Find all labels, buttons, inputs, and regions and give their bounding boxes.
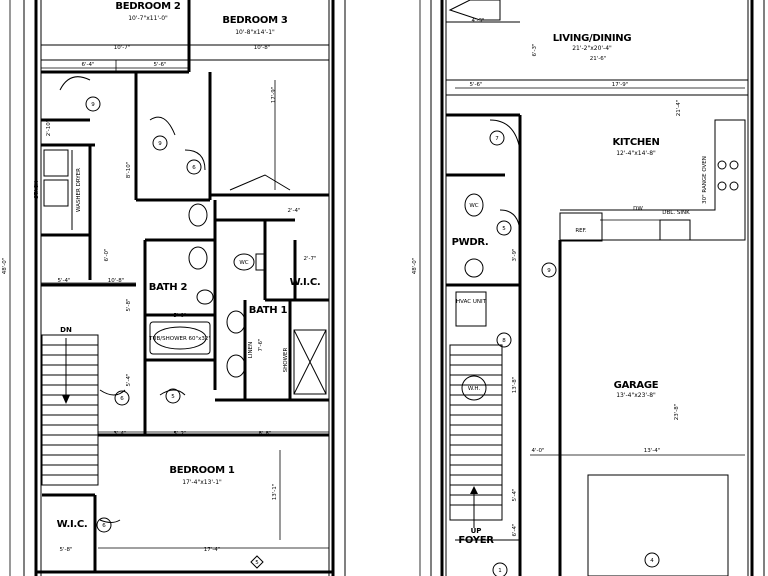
wic-bedroom-label: W.I.C. — [57, 519, 88, 530]
dim: 21'-6" — [590, 56, 607, 62]
foyer-label: FOYER — [458, 535, 494, 546]
bath2-label: BATH 2 — [149, 282, 188, 293]
door-tag: 7 — [495, 136, 499, 142]
dim: 17'-9" — [271, 87, 277, 104]
pwdr-label: PWDR. — [452, 237, 489, 248]
dim: 5'-6" — [469, 82, 482, 88]
range-label: 30" RANGE OVEN — [702, 156, 708, 204]
tub-label: TUB/SHOWER 60"x32" — [148, 336, 211, 342]
door-tag: 6 — [192, 165, 196, 171]
door-tag: 8 — [502, 338, 506, 344]
stack-label: STACK — [34, 181, 40, 199]
dim: 21'-4" — [676, 100, 682, 117]
bedroom2-label: BEDROOM 2 — [115, 1, 180, 12]
kitchen-size: 12'-4"x14'-8" — [616, 150, 656, 157]
right-stair-treads — [450, 354, 502, 506]
left-stair-treads — [42, 344, 98, 476]
bedroom1-size: 17'-4"x13'-1" — [182, 479, 222, 486]
right-tag-labels: 7 5 9 8 1 4 — [495, 136, 654, 574]
door-tag: 9 — [91, 102, 95, 108]
dim: 5'-6" — [153, 62, 166, 68]
wic-bath-label: W.I.C. — [290, 277, 321, 288]
dim: 8'-10" — [126, 162, 132, 179]
bath1-label: BATH 1 — [249, 305, 288, 316]
door-tag: 5 — [171, 394, 175, 400]
kitchen-label: KITCHEN — [612, 137, 659, 148]
dim: 5'-4" — [57, 278, 70, 284]
dim: 17'-9" — [612, 82, 629, 88]
dim: 10'-8" — [254, 45, 271, 51]
dim: 2'-7" — [303, 256, 316, 262]
right-overall-dim: 48'-0" — [412, 258, 418, 275]
dim: 5'-4" — [126, 373, 132, 386]
dim: 5'-8" — [59, 547, 72, 553]
door-tag: 5 — [255, 560, 259, 566]
door-tag: 4 — [650, 558, 654, 564]
washer-dryer-label: WASHER DRYER — [76, 168, 82, 212]
dim: 4'-0" — [531, 448, 544, 454]
wh-label: W.H. — [468, 386, 481, 392]
right-dimensions: 4'-3" 6'-3" 21'-6" 5'-6" 17'-9" 21'-4" 3… — [469, 18, 682, 537]
dim: 23'-8" — [674, 404, 680, 421]
dim: 13'-8" — [512, 377, 518, 394]
dim: 2'-10" — [46, 120, 52, 137]
stair-up-label: UP — [471, 527, 482, 535]
dim: 10'-7" — [114, 45, 131, 51]
dim: 3'-9" — [512, 248, 518, 261]
door-tag: 5 — [502, 226, 506, 232]
door-tag: 9 — [547, 268, 551, 274]
left-overall-dim: 48'-0" — [2, 258, 8, 275]
dim: 3'-4" — [113, 431, 126, 437]
dim: 6'-0" — [104, 248, 110, 261]
dim: 5'-8" — [126, 298, 132, 311]
dw-label: DW — [633, 206, 643, 212]
dim: 8'-8" — [258, 431, 271, 437]
door-tag: 6 — [120, 396, 124, 402]
right-floor-plan — [419, 0, 765, 576]
dim: 6'-4" — [81, 62, 94, 68]
bedroom3-label: BEDROOM 3 — [222, 15, 287, 26]
bedroom1-label: BEDROOM 1 — [169, 465, 234, 476]
dim: 4'-3" — [471, 18, 484, 24]
right-wc-label: WC — [469, 203, 478, 209]
dbl-sink-label: DBL. SINK — [662, 210, 690, 216]
dim: 7'-6" — [258, 338, 264, 351]
garage-size: 13'-4"x23'-8" — [616, 392, 656, 399]
dim: 5'-4" — [512, 488, 518, 501]
dim: 2'-4" — [287, 208, 300, 214]
left-wc-label: WC — [239, 260, 248, 266]
bedroom2-size: 10'-7"x11'-0" — [128, 15, 168, 22]
shower-label: SHOWER — [283, 347, 289, 372]
dim: 5'-2" — [173, 431, 186, 437]
door-tag: 1 — [498, 568, 502, 574]
bedroom3-size: 10'-8"x14'-1" — [235, 29, 275, 36]
door-tag: 9 — [158, 141, 162, 147]
dim: 5'-0" — [173, 313, 186, 319]
left-dimensions: 10'-7" 6'-4" 5'-6" 10'-8" 17'-9" 2'-4" 8… — [46, 45, 317, 553]
linen-label: LINEN — [248, 342, 254, 358]
dim: 13'-1" — [272, 484, 278, 501]
garage-label: GARAGE — [614, 380, 659, 391]
living-dining-label: LIVING/DINING — [553, 33, 632, 44]
left-floor-plan — [9, 0, 346, 576]
left-tag-labels: 9 9 6 6 5 6 5 — [91, 102, 259, 566]
dim: 17'-4" — [204, 547, 221, 553]
living-dining-size: 21'-2"x20'-4" — [572, 45, 612, 52]
dim: 6'-4" — [512, 523, 518, 536]
stair-down-label: DN — [60, 326, 72, 334]
dim: 10'-8" — [108, 278, 125, 284]
dim: 13'-4" — [644, 448, 661, 454]
hvac-label: HVAC UNIT — [456, 299, 487, 305]
dim: 6'-3" — [532, 43, 538, 56]
door-tags — [85, 96, 660, 576]
ref-label: REF. — [575, 228, 587, 234]
door-tag: 6 — [102, 523, 106, 529]
